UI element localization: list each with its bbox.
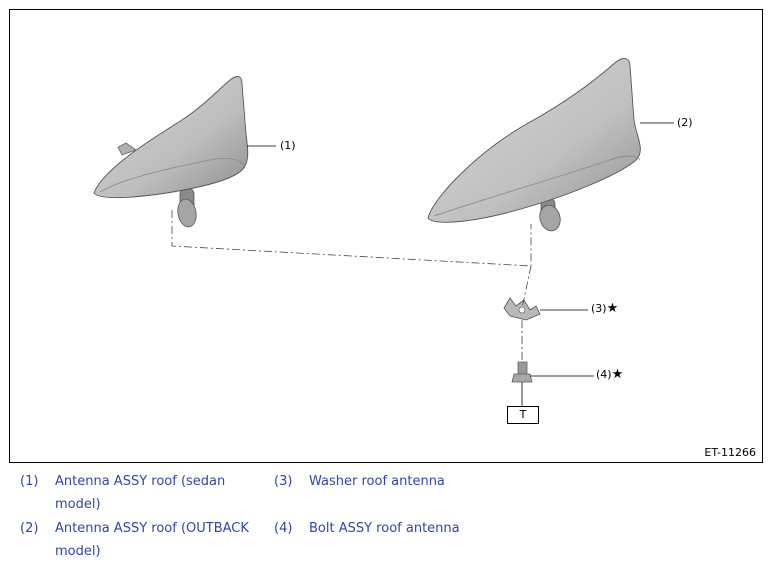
callout-2: (2) — [677, 116, 693, 129]
torque-spec-box: T — [507, 406, 539, 424]
figure-id: ET-11266 — [704, 446, 756, 459]
diagram-frame: (1) (2) (3)★ (4)★ T ET-11266 — [9, 9, 763, 463]
legend-text: Bolt ASSY roof antenna — [309, 521, 460, 536]
legend-number: (1) — [20, 474, 39, 489]
callout-1: (1) — [280, 139, 296, 152]
legend-text: Washer roof antenna — [309, 474, 445, 489]
legend-text: Antenna ASSY roof (OUTBACK model) — [55, 521, 249, 559]
antenna-outback-part — [427, 58, 641, 232]
leader-lines — [247, 122, 674, 406]
assembly-lines — [171, 210, 532, 360]
bolt-part — [511, 361, 533, 383]
legend-number: (2) — [20, 521, 39, 536]
legend-number: (3) — [274, 474, 293, 489]
callout-3: (3)★ — [591, 301, 619, 316]
legend-number: (4) — [274, 521, 293, 536]
legend-text: Antenna ASSY roof (sedan model) — [55, 474, 226, 512]
callout-4: (4)★ — [596, 367, 624, 382]
antenna-sedan-part — [93, 76, 249, 228]
exploded-view-drawing — [93, 58, 674, 406]
washer-part — [503, 297, 541, 321]
